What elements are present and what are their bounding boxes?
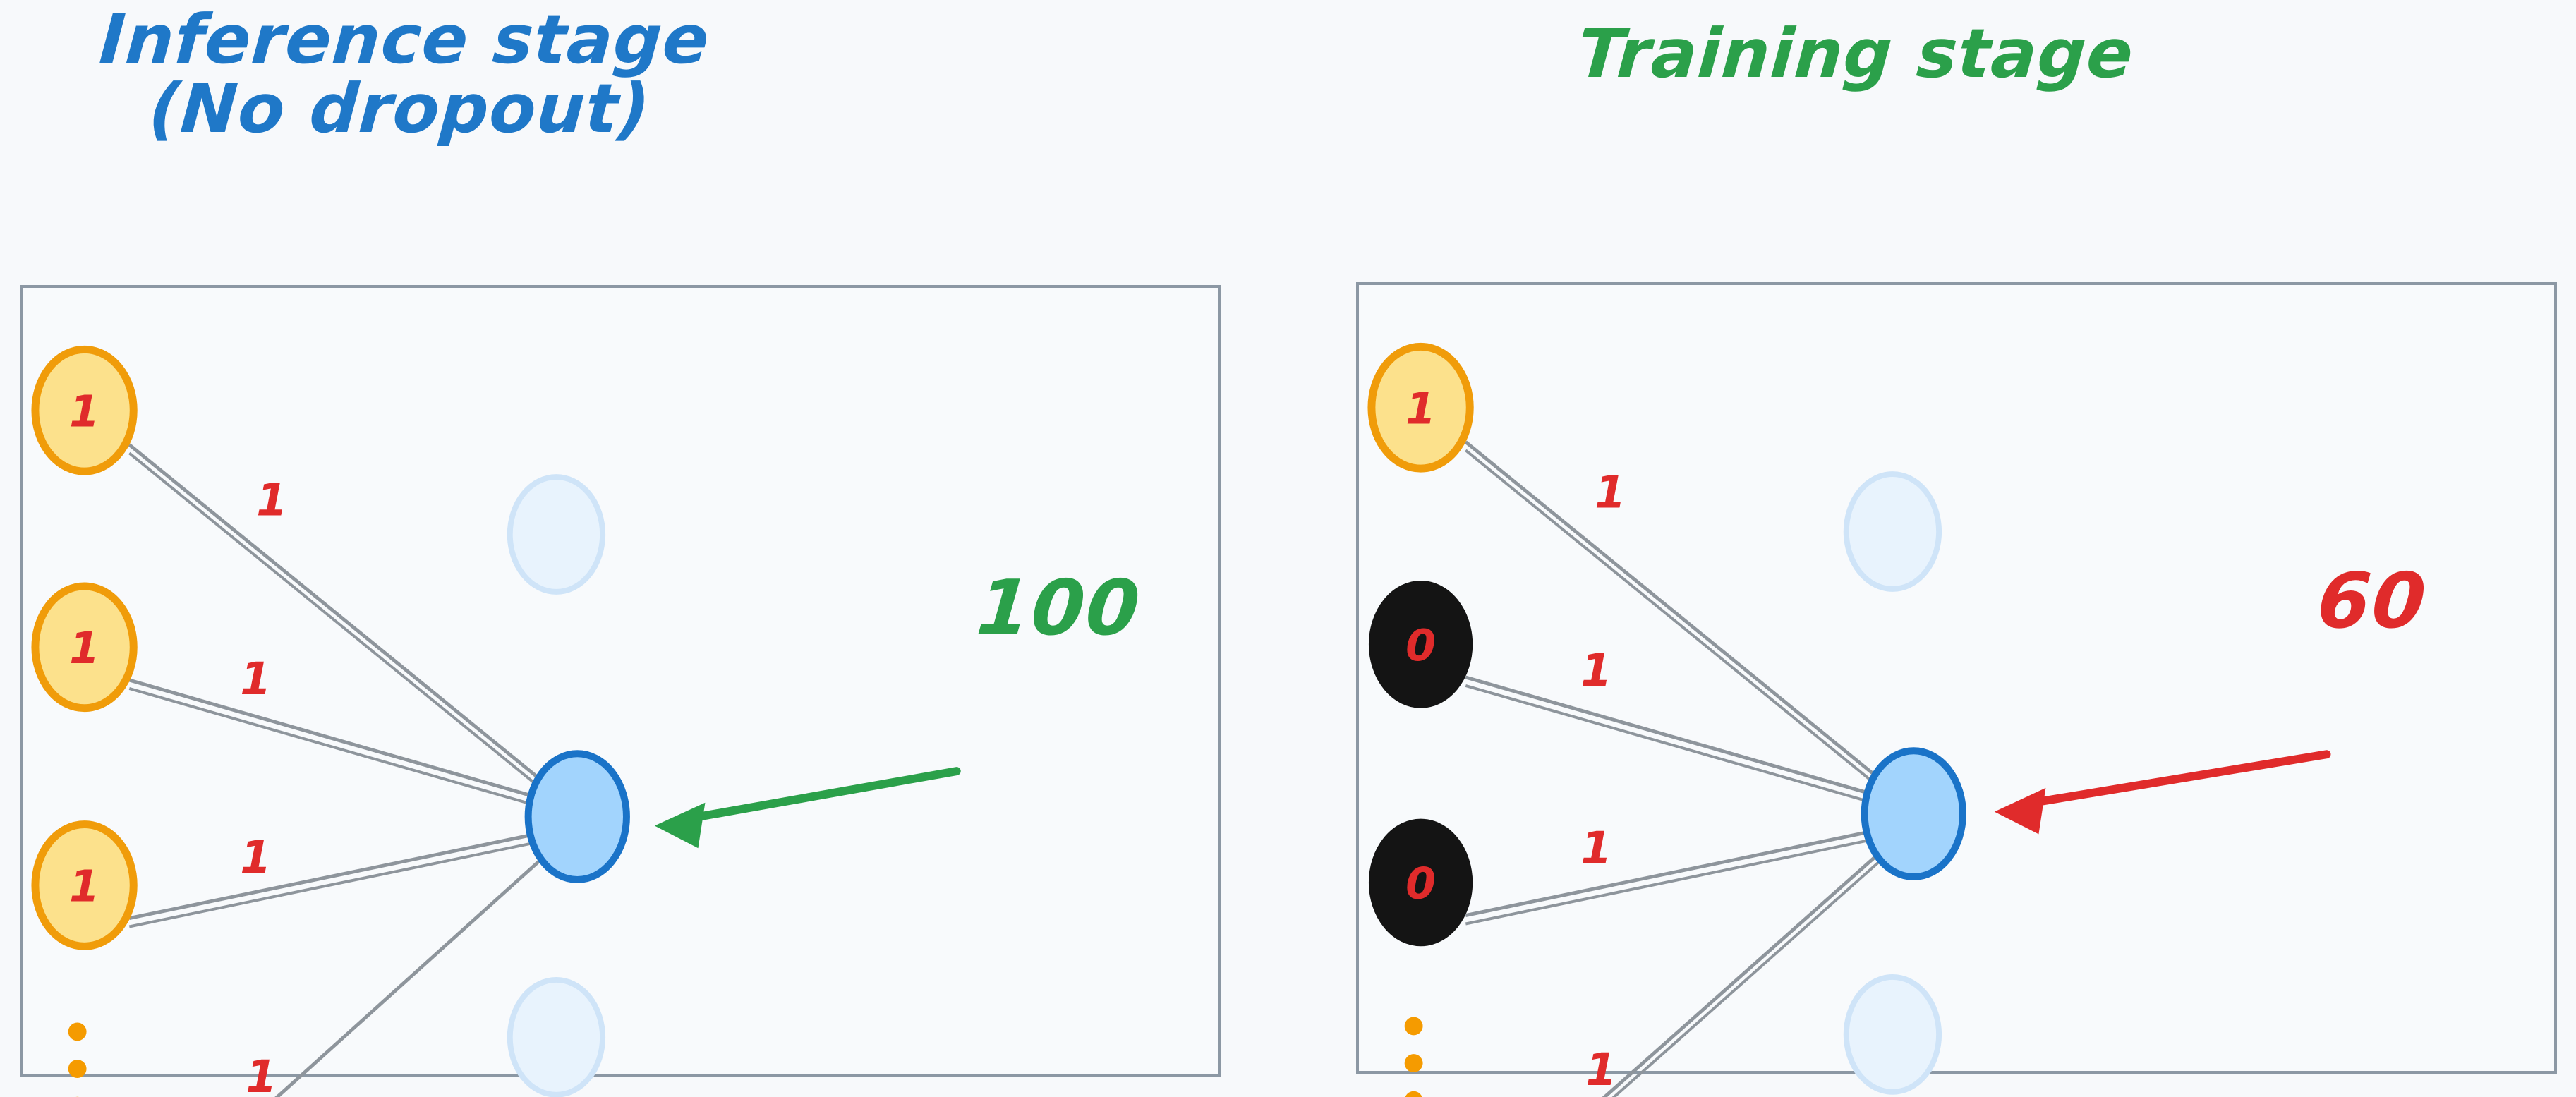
ellipsis-dot <box>68 1060 87 1078</box>
edge-4 <box>274 854 548 1097</box>
output-node[interactable] <box>1861 747 1966 880</box>
edge-3b <box>1465 837 1879 926</box>
dropped-node-circle[interactable] <box>1368 818 1473 947</box>
faded-hidden-nodes <box>1843 471 1942 1095</box>
ellipsis-dot <box>1404 1054 1423 1072</box>
vertical-ellipsis-icon <box>68 1022 87 1097</box>
ellipsis-dot <box>1405 1091 1422 1097</box>
input-node-circle[interactable] <box>31 582 138 713</box>
inference-network-diagram: 1 1 1 1 1 1 1 1 <box>31 345 961 1097</box>
input-node-label: 1 <box>69 861 99 912</box>
arrow-shaft <box>2016 750 2331 809</box>
faded-hidden-nodes <box>507 474 606 1097</box>
edge-2b <box>128 687 540 808</box>
edge-2b <box>1465 684 1876 805</box>
dropped-node-label: 0 <box>1405 620 1436 671</box>
edge-2 <box>1465 675 1876 797</box>
faded-hidden-node-top <box>507 474 606 595</box>
input-node-1[interactable]: 1 <box>1367 342 1474 473</box>
faded-hidden-node-bottom <box>507 977 606 1097</box>
training-network-diagram: 1 0 0 1 1 1 1 1 <box>1367 342 2331 1097</box>
result-arrow-icon <box>1994 750 2331 835</box>
weight-label-3: 1 <box>1580 823 1611 875</box>
edge-3 <box>128 831 543 921</box>
inference-result-value: 100 <box>973 564 1144 653</box>
ellipsis-dot <box>1404 1017 1423 1036</box>
edge-group <box>128 443 548 1097</box>
dropped-node-label: 0 <box>1405 859 1436 909</box>
arrow-head <box>654 802 706 849</box>
faded-hidden-node-top <box>1843 471 1942 592</box>
input-node-circle[interactable] <box>31 345 138 475</box>
result-arrow-icon <box>654 767 961 849</box>
inference-stage-title: Inference stage (No dropout) <box>97 0 713 148</box>
input-node-label: 1 <box>1405 384 1436 435</box>
edge-2 <box>128 678 540 800</box>
input-node-label: 1 <box>69 623 99 674</box>
edge-group <box>1464 440 1886 1097</box>
input-node-circle[interactable] <box>1367 342 1474 473</box>
input-node-2-dropped[interactable]: 0 <box>1368 580 1473 708</box>
weight-label-1: 1 <box>256 475 287 527</box>
input-node-2[interactable]: 1 <box>31 582 138 713</box>
weight-label-2: 1 <box>1580 645 1611 697</box>
weight-label-1: 1 <box>1595 467 1626 519</box>
input-node-circle[interactable] <box>31 820 138 950</box>
weight-label-3: 1 <box>240 832 271 884</box>
input-node-3-dropped[interactable]: 0 <box>1368 818 1473 947</box>
output-node[interactable] <box>524 750 630 883</box>
dropped-node-circle[interactable] <box>1368 580 1473 708</box>
edge-3 <box>1465 828 1880 918</box>
edge-1 <box>1464 440 1877 777</box>
weight-label-2: 1 <box>240 653 271 705</box>
training-result-value: 60 <box>2314 557 2431 646</box>
vertical-ellipsis-icon <box>1404 1017 1423 1097</box>
input-node-3[interactable]: 1 <box>31 820 138 950</box>
edge-1b <box>128 451 540 788</box>
edge-1b <box>1465 449 1876 785</box>
edge-4 <box>1602 847 1886 1097</box>
edge-1 <box>128 443 540 780</box>
ellipsis-dot <box>68 1022 87 1041</box>
inference-panel: 1 1 1 1 1 1 1 1 <box>20 285 1221 1097</box>
weight-label-4: 1 <box>1585 1044 1616 1096</box>
training-panel: 1 0 0 1 1 1 1 1 <box>1356 282 2557 1097</box>
input-node-label: 1 <box>69 387 99 437</box>
arrow-shaft <box>675 767 961 825</box>
weight-label-4: 1 <box>246 1051 277 1097</box>
training-stage-title: Training stage <box>1575 14 2136 93</box>
faded-hidden-node-bottom <box>1843 974 1942 1095</box>
arrow-head <box>1994 787 2046 835</box>
input-node-1[interactable]: 1 <box>31 345 138 475</box>
edge-4b <box>1611 856 1885 1097</box>
edge-3b <box>128 840 543 928</box>
